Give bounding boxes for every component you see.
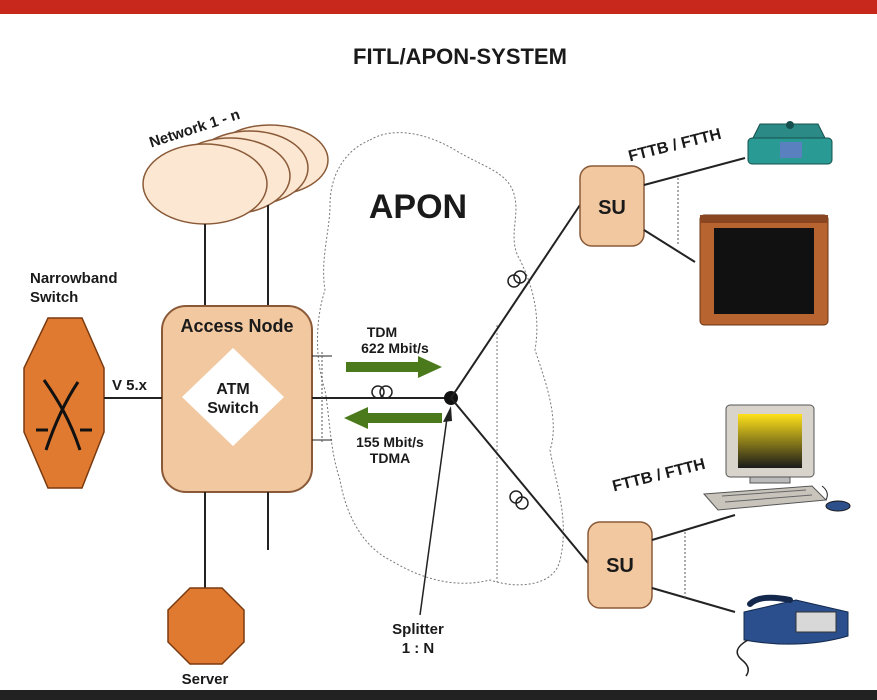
atm-switch-label-2: Switch <box>207 400 259 417</box>
su-bottom <box>587 521 653 609</box>
atm-switch-diamond <box>182 348 284 446</box>
upstream-arrow <box>344 407 442 429</box>
downstream-rate-label: 622 Mbit/s <box>361 340 429 356</box>
apon-cloud <box>317 132 564 586</box>
su-top-label: SU <box>598 197 626 219</box>
splitter-label-2: 1 : N <box>402 640 435 657</box>
server-node <box>167 587 245 665</box>
su-top <box>579 165 645 247</box>
network-cloud <box>142 143 268 225</box>
footer-bar <box>0 690 877 700</box>
narrowband-label-2: Switch <box>30 289 78 306</box>
fiber-coil-icon <box>509 490 529 510</box>
header-bar <box>0 0 877 14</box>
link-su-top-tv <box>643 229 696 263</box>
upstream-rate-label: 155 Mbit/s <box>356 434 424 450</box>
switch-cross-icon <box>42 379 82 451</box>
fttb-bottom-label: FTTB / FTTH <box>611 456 707 496</box>
downstream-arrow <box>346 356 442 378</box>
telephone-icon <box>736 594 849 677</box>
diagram-title: FITL/APON-SYSTEM <box>353 44 567 69</box>
splitter-pointer <box>419 417 448 616</box>
splitter-label-1: Splitter <box>392 621 444 638</box>
tv-icon <box>699 214 829 326</box>
su-bottom-label: SU <box>606 555 634 577</box>
computer-icon <box>702 404 851 512</box>
atm-switch-label-1: ATM <box>216 381 249 398</box>
network-clouds <box>142 124 329 225</box>
server-label: Server <box>182 671 229 688</box>
link-su-bottom-computer <box>651 514 736 541</box>
fttb-top-label: FTTB / FTTH <box>627 126 723 166</box>
link-su-bottom-phone <box>651 587 736 613</box>
tdma-label: TDMA <box>370 450 410 466</box>
fiber-coil-icon <box>507 270 527 288</box>
access-node-label: Access Node <box>180 316 293 336</box>
fiber-to-su-top <box>450 204 581 399</box>
splitter-pointer-head <box>443 406 452 422</box>
v5x-label: V 5.x <box>112 377 148 394</box>
fiber-coil-icon <box>371 385 393 399</box>
telephone-icon <box>747 121 833 165</box>
fiber-to-su-bottom <box>450 397 589 564</box>
apon-label: APON <box>369 188 467 226</box>
link-su-top-phone <box>643 157 746 186</box>
narrowband-label-1: Narrowband <box>30 270 118 287</box>
tdm-label: TDM <box>367 324 397 340</box>
